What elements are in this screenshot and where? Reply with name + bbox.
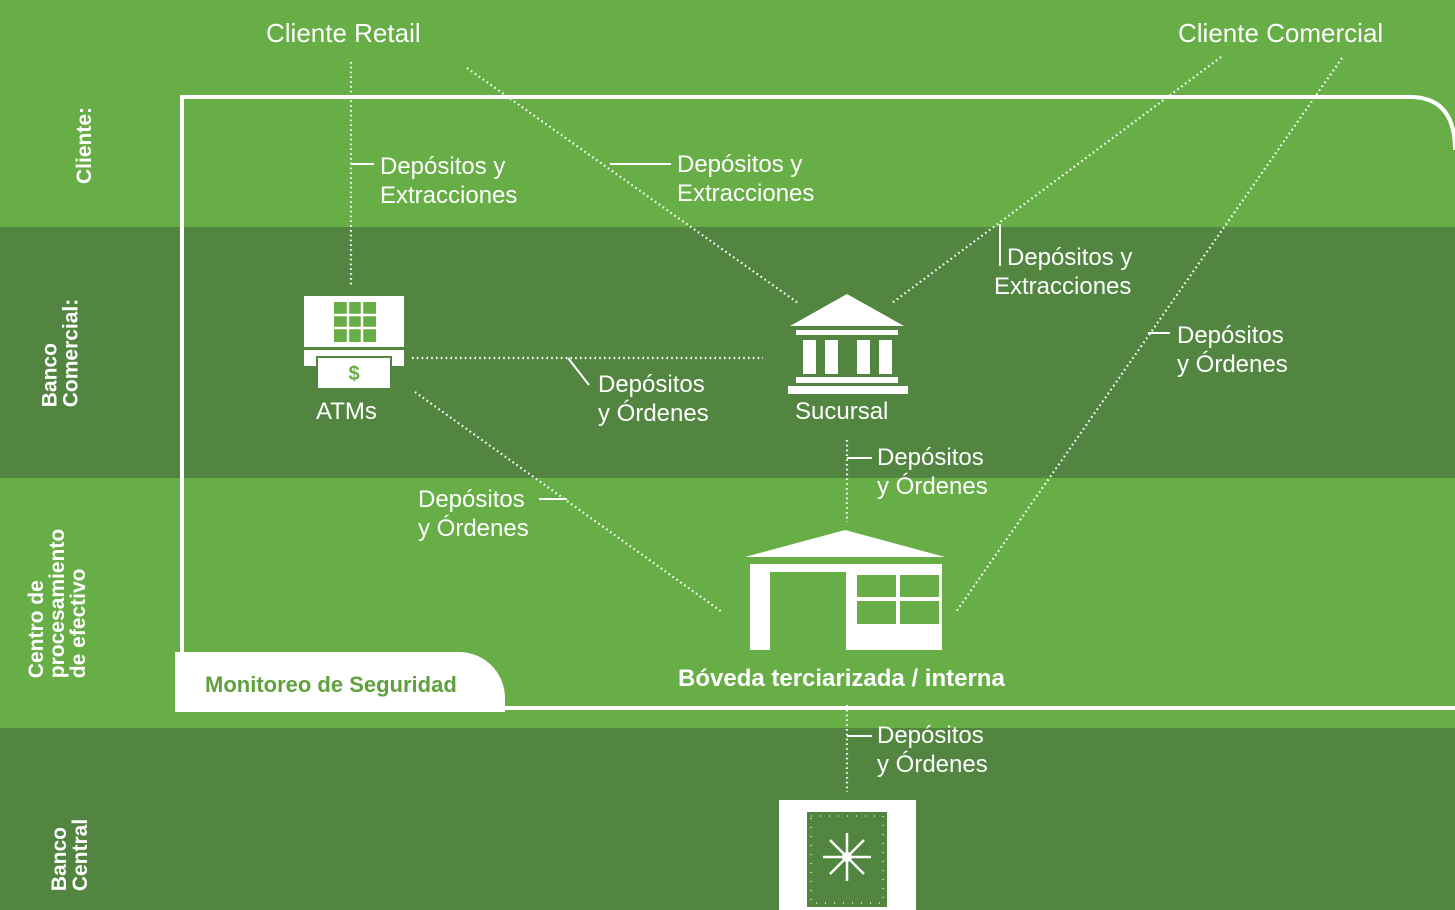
vault-icon [779,800,916,910]
warehouse-icon [745,530,945,650]
lane-banco-comercial-band [0,227,1455,478]
bank-building-icon [788,294,908,394]
security-monitoring-tab: Monitoreo de Seguridad [175,652,505,712]
node-boveda: Bóveda terciarizada / interna [678,665,1005,692]
atm-icon: $ [304,296,404,390]
node-atms: ATMs [316,398,377,425]
node-cliente-comercial: Cliente Comercial [1178,18,1384,48]
lane-banco-central-band [0,728,1455,910]
flow-line-comercial-boveda [955,57,1343,613]
flow-line-atm-boveda [414,391,723,613]
svg-text:$: $ [348,363,359,385]
flow-line-comercial-sucursal [891,56,1222,304]
flow-line-retail-sucursal [466,67,799,304]
lane-cliente-band [0,0,1455,227]
node-cliente-retail: Cliente Retail [266,18,421,48]
security-monitoring-label: Monitoreo de Seguridad [205,672,457,697]
security-boundary [180,95,1455,708]
tick-atm-sucursal [567,357,590,386]
node-sucursal: Sucursal [795,398,889,425]
